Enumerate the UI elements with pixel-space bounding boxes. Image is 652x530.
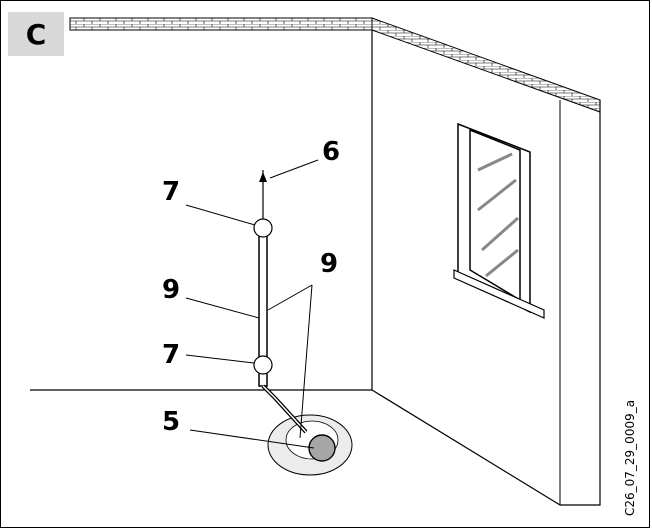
leader-9-right-a	[267, 284, 313, 311]
panel-label: C	[8, 12, 64, 56]
callout-7-bottom: 7	[162, 340, 180, 370]
callout-7-top: 7	[162, 177, 180, 207]
callout-5: 5	[162, 407, 180, 437]
drain-outlet	[308, 434, 336, 462]
leader-5	[189, 429, 315, 449]
brick-side-wall-top	[371, 17, 601, 113]
callout-6: 6	[322, 137, 340, 167]
callout-9-right: 9	[320, 249, 338, 279]
window	[453, 122, 545, 319]
pipe-clamp-top	[253, 218, 273, 238]
leader-7-bottom	[185, 354, 255, 364]
pipe-clamp-bottom	[253, 355, 273, 375]
pipe	[258, 170, 308, 434]
leader-7-top	[185, 204, 256, 226]
right-wall-edge	[560, 100, 601, 506]
brick-wall-top	[69, 17, 373, 31]
side-floor-line	[371, 389, 561, 506]
leader-9-right-b	[299, 284, 313, 439]
reference-code: C26_07_29_0009_a	[623, 400, 637, 516]
callout-9-left: 9	[162, 275, 180, 305]
leader-6	[269, 159, 319, 179]
leader-9-left	[185, 297, 260, 319]
